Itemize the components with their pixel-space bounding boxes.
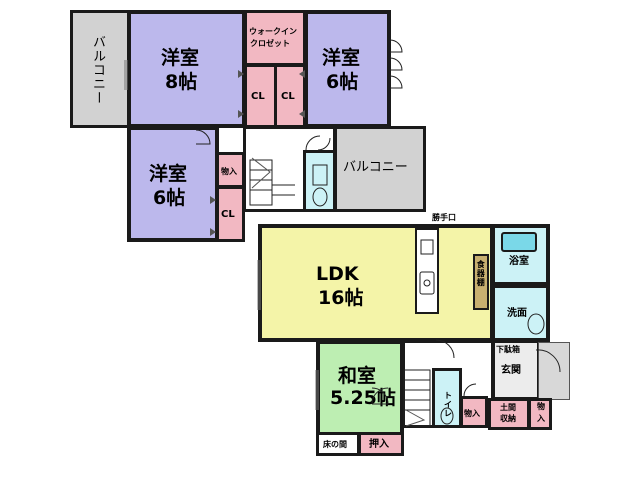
earthen-storage: 土間 収納	[488, 398, 530, 430]
storage-lower: 物入	[460, 396, 488, 428]
tokonoma: 床の間	[316, 432, 360, 456]
entrance-label: 玄関	[501, 365, 521, 376]
storage-upper: 物入	[216, 152, 245, 188]
ldk-name: LDK	[316, 263, 359, 285]
storage-outside-line1: 物	[537, 402, 545, 411]
balcony-left: バルコニー	[70, 10, 130, 128]
western-room-6b-size: 6帖	[153, 187, 186, 209]
bathroom-label: 浴室	[509, 256, 529, 267]
balcony-left-label: バルコニー	[89, 35, 105, 105]
door-swing	[389, 75, 403, 89]
japanese-room-name: 和室	[338, 365, 377, 387]
door-swing	[389, 39, 403, 53]
closet-b-label: CL	[281, 91, 295, 102]
entrance: 下駄箱 玄関	[492, 340, 540, 400]
storage-lower-label: 物入	[464, 409, 480, 418]
balcony-right-label: バルコニー	[343, 160, 408, 175]
storage-outside-line2: 入	[537, 414, 545, 423]
closet-a-label: CL	[251, 91, 265, 102]
lower-toilet: ト イ レ	[432, 368, 462, 428]
western-room-6b: 洋室 6帖	[127, 126, 219, 242]
toilet-label: ト イ レ	[444, 391, 452, 418]
balcony-right: バルコニー	[334, 126, 426, 212]
washroom-label: 洗面	[507, 308, 527, 319]
bathroom: 浴室	[491, 224, 550, 286]
walkin-closet-line2: クロゼット	[250, 39, 290, 48]
washroom: 洗面	[491, 284, 550, 342]
bathtub	[501, 232, 537, 252]
storage-outside: 物 入	[528, 398, 552, 430]
oshiire-label: 押入	[369, 439, 389, 450]
western-room-6a: 洋室 6帖	[304, 10, 391, 128]
entrance-porch	[538, 342, 570, 400]
japanese-room-size: 5.25帖	[330, 387, 396, 409]
western-room-6a-size: 6帖	[326, 71, 359, 93]
pantry-label: 食器棚	[476, 260, 486, 287]
closet-c-label: CL	[221, 209, 235, 220]
earthen-storage-line1: 土間	[500, 403, 516, 412]
kitchen-door-label: 勝手口	[432, 213, 456, 222]
western-room-8-size: 8帖	[165, 71, 198, 93]
shoe-cabinet-label: 下駄箱	[496, 345, 520, 354]
walkin-closet: ウォークイン クロゼット	[244, 10, 306, 66]
western-room-8-name: 洋室	[161, 47, 200, 69]
western-room-6a-name: 洋室	[322, 47, 361, 69]
storage-upper-label: 物入	[221, 167, 237, 176]
door-swing	[389, 57, 403, 71]
closet-b: CL	[274, 64, 306, 128]
oshiire: 押入	[358, 432, 404, 456]
earthen-storage-line2: 収納	[500, 414, 516, 423]
closet-c: CL	[216, 186, 245, 242]
ldk: LDK 16帖	[258, 224, 494, 342]
western-room-6b-name: 洋室	[149, 163, 188, 185]
upper-wc	[303, 150, 336, 212]
tokonoma-label: 床の間	[323, 440, 347, 449]
kitchen-counter	[415, 228, 439, 314]
walkin-closet-line1: ウォークイン	[249, 27, 297, 36]
ldk-size: 16帖	[318, 287, 364, 309]
western-room-8: 洋室 8帖	[127, 10, 246, 128]
closet-a: CL	[244, 64, 277, 128]
pantry: 食器棚	[473, 254, 489, 310]
japanese-room: 和室 5.25帖	[316, 340, 404, 436]
